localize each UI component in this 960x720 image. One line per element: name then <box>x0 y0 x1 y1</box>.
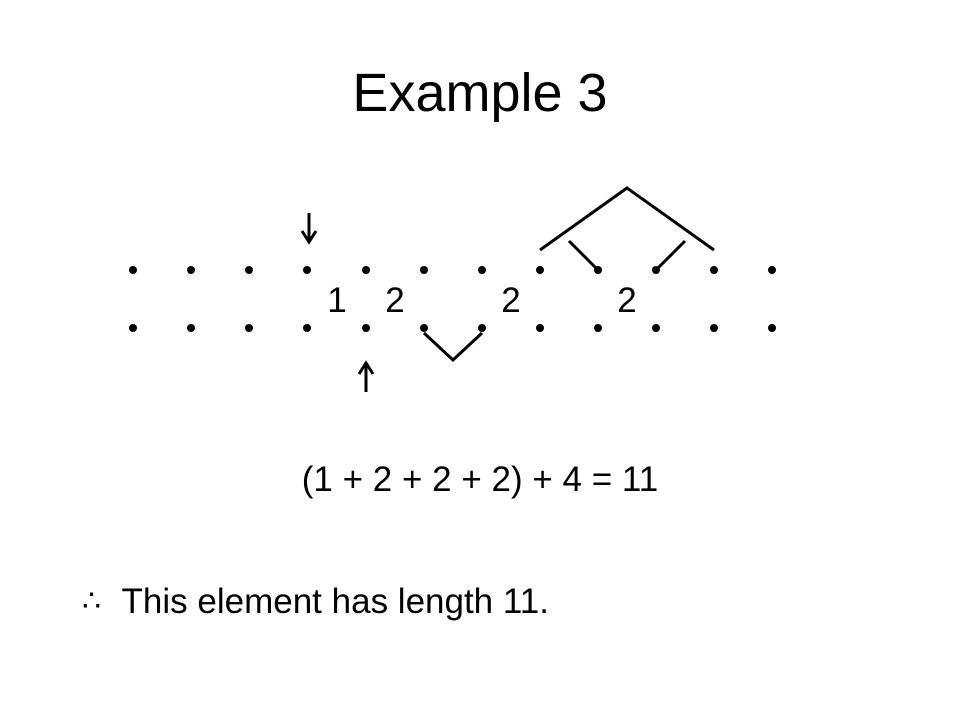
dot <box>710 324 718 332</box>
dot <box>362 266 370 274</box>
dot <box>129 266 137 274</box>
dot <box>768 324 776 332</box>
dot <box>536 324 544 332</box>
gap-label-3: 2 <box>501 281 520 320</box>
dot <box>187 266 195 274</box>
down-arrow-icon <box>300 213 318 245</box>
gap-label-2: 2 <box>385 281 404 320</box>
dot <box>420 324 428 332</box>
dot <box>594 324 602 332</box>
dot <box>129 324 137 332</box>
upper-arc <box>539 186 715 252</box>
inner-chord-left <box>567 239 600 272</box>
dot <box>478 266 486 274</box>
gap-label-4: 2 <box>617 281 636 320</box>
dot <box>303 266 311 274</box>
conclusion-text: This element has length 11. <box>121 582 549 621</box>
dot <box>478 324 486 332</box>
dot <box>245 266 253 274</box>
dot <box>303 324 311 332</box>
gap-label-1: 1 <box>327 281 346 320</box>
dot <box>362 324 370 332</box>
top-dot-row <box>129 266 776 274</box>
dot <box>652 324 660 332</box>
conclusion-line: ∴ This element has length 11. <box>82 577 549 627</box>
bottom-dot-row <box>129 324 776 332</box>
lower-arc <box>422 331 484 363</box>
dot <box>710 266 718 274</box>
dot <box>420 266 428 274</box>
dot <box>536 266 544 274</box>
dot <box>768 266 776 274</box>
dot <box>245 324 253 332</box>
up-arrow-icon <box>357 360 375 392</box>
length-equation: (1 + 2 + 2 + 2) + 4 = 11 <box>301 460 659 499</box>
dot <box>187 324 195 332</box>
therefore-symbol: ∴ <box>82 585 102 618</box>
slide-title: Example 3 <box>352 63 608 123</box>
inner-chord-right <box>654 239 687 272</box>
